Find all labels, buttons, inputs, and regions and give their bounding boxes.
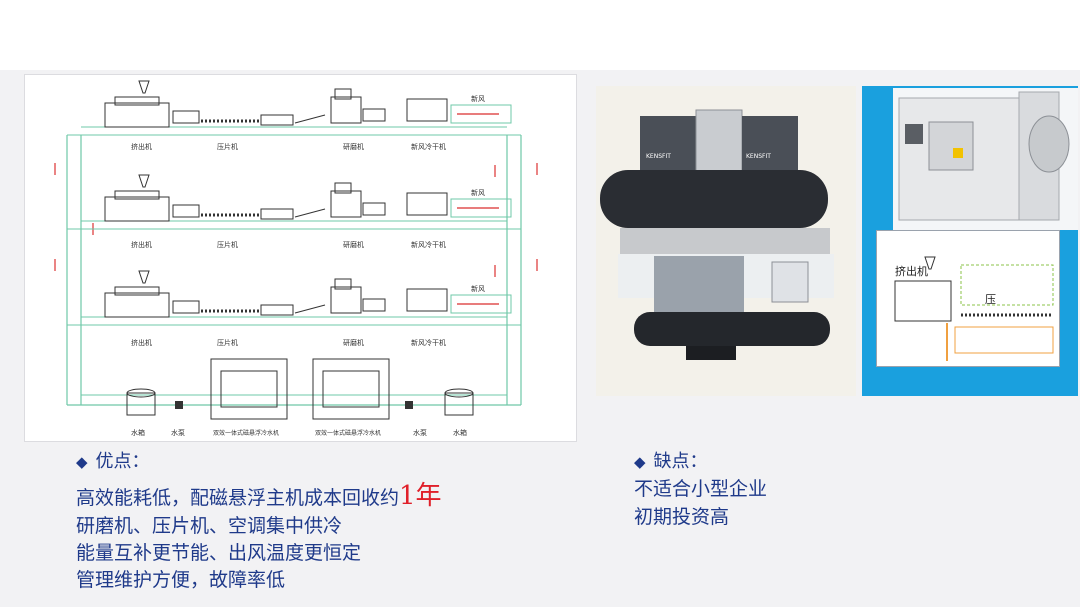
advantages-title: 优点：: [95, 451, 150, 472]
svg-text:KENSFIT: KENSFIT: [746, 153, 771, 160]
svg-text:压片机: 压片机: [217, 142, 238, 151]
diamond-bullet-icon: ◆: [76, 453, 88, 471]
svg-text:压片机: 压片机: [217, 338, 238, 347]
disadvantage-line-2: 初期投资高: [634, 506, 730, 528]
svg-text:新风: 新风: [471, 188, 485, 197]
svg-text:双效一体式磁悬浮冷水机: 双效一体式磁悬浮冷水机: [315, 429, 381, 437]
disadvantages-title: 缺点：: [653, 451, 708, 472]
svg-text:研磨机: 研磨机: [343, 338, 364, 347]
svg-text:挤出机: 挤出机: [131, 240, 152, 249]
process-diagram: 挤出机 压片机 研磨机 新风冷干机 新风 挤出机 压片机 研磨机 新风冷干机 新…: [24, 74, 577, 442]
svg-text:水箱: 水箱: [131, 428, 145, 437]
advantage-line-4: 管理维护方便，故障率低: [76, 569, 286, 591]
svg-text:新风: 新风: [471, 94, 485, 103]
svg-text:新风冷干机: 新风冷干机: [411, 338, 446, 347]
svg-text:水箱: 水箱: [453, 428, 467, 437]
svg-text:挤出机: 挤出机: [131, 142, 152, 151]
production-row-2: 挤出机 压片机 研磨机 新风冷干机 新风: [67, 174, 521, 249]
production-row-1: 挤出机 压片机 研磨机 新风冷干机 新风: [67, 80, 521, 151]
diamond-bullet-icon: ◆: [634, 453, 646, 471]
chiller-photo: KENSFIT KENSFIT: [596, 86, 856, 396]
svg-text:压片机: 压片机: [217, 240, 238, 249]
svg-text:新风: 新风: [471, 284, 485, 293]
svg-text:新风冷干机: 新风冷干机: [411, 240, 446, 249]
svg-text:双效一体式磁悬浮冷水机: 双效一体式磁悬浮冷水机: [213, 429, 279, 437]
svg-text:研磨机: 研磨机: [343, 240, 364, 249]
advantage-line-1: 高效能耗低，配磁悬浮主机成本回收约1年: [76, 483, 442, 511]
advantage-line-3: 能量互补更节能、出风温度更恒定: [76, 542, 362, 564]
svg-text:新风冷干机: 新风冷干机: [411, 142, 446, 151]
inset-airflow-diagram: 挤出机 压: [876, 230, 1060, 367]
advantages-heading: ◆ 优点：: [76, 450, 150, 474]
svg-text:压: 压: [985, 293, 996, 306]
svg-text:挤出机: 挤出机: [131, 338, 152, 347]
svg-text:研磨机: 研磨机: [343, 142, 364, 151]
svg-text:水泵: 水泵: [171, 428, 185, 437]
production-row-3: 挤出机 压片机 研磨机 新风冷干机 新风: [67, 270, 521, 347]
disadvantages-heading: ◆ 缺点：: [634, 450, 708, 474]
disadvantage-line-1: 不适合小型企业: [634, 478, 768, 500]
advantage-text-1: 高效能耗低，配磁悬浮主机成本回收约: [76, 487, 400, 509]
plant-room-equipment: 水箱 水泵 双效一体式磁悬浮冷水机 双效一体式磁悬浮冷水机 水泵 水箱: [126, 358, 474, 437]
svg-text:挤出机: 挤出机: [895, 264, 928, 278]
advantage-line-2: 研磨机、压片机、空调集中供冷: [76, 515, 343, 537]
payback-highlight: 1年: [399, 481, 442, 511]
svg-text:KENSFIT: KENSFIT: [646, 153, 671, 160]
fresh-air-unit-photo: [893, 88, 1078, 230]
svg-text:水泵: 水泵: [413, 428, 427, 437]
